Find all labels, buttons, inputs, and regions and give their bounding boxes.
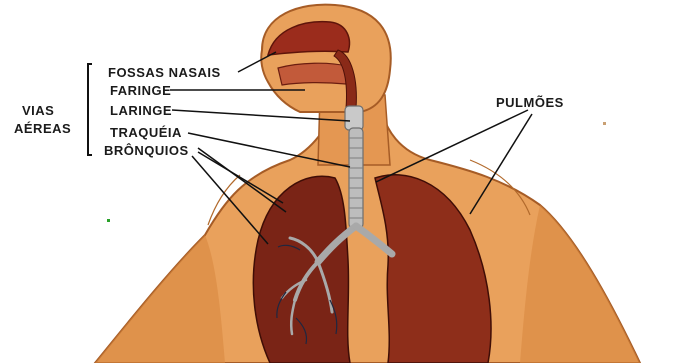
speck <box>107 219 110 222</box>
speck-2 <box>603 122 606 125</box>
label-traqueia: TRAQUÉIA <box>110 126 182 139</box>
label-vias: VIAS <box>22 104 54 117</box>
right-arm-shadow <box>520 205 640 363</box>
label-laringe: LARINGE <box>110 104 172 117</box>
larynx <box>345 106 363 130</box>
label-bronquios: BRÔNQUIOS <box>104 144 189 157</box>
label-faringe: FARINGE <box>110 84 171 97</box>
oral-cavity <box>278 63 346 85</box>
left-arm-shadow <box>95 235 225 363</box>
group-bracket <box>88 64 92 155</box>
label-pulmoes: PULMÕES <box>496 96 564 109</box>
label-fossas-nasais: FOSSAS NASAIS <box>108 66 221 79</box>
head <box>261 5 391 112</box>
label-aereas: AÉREAS <box>14 122 71 135</box>
